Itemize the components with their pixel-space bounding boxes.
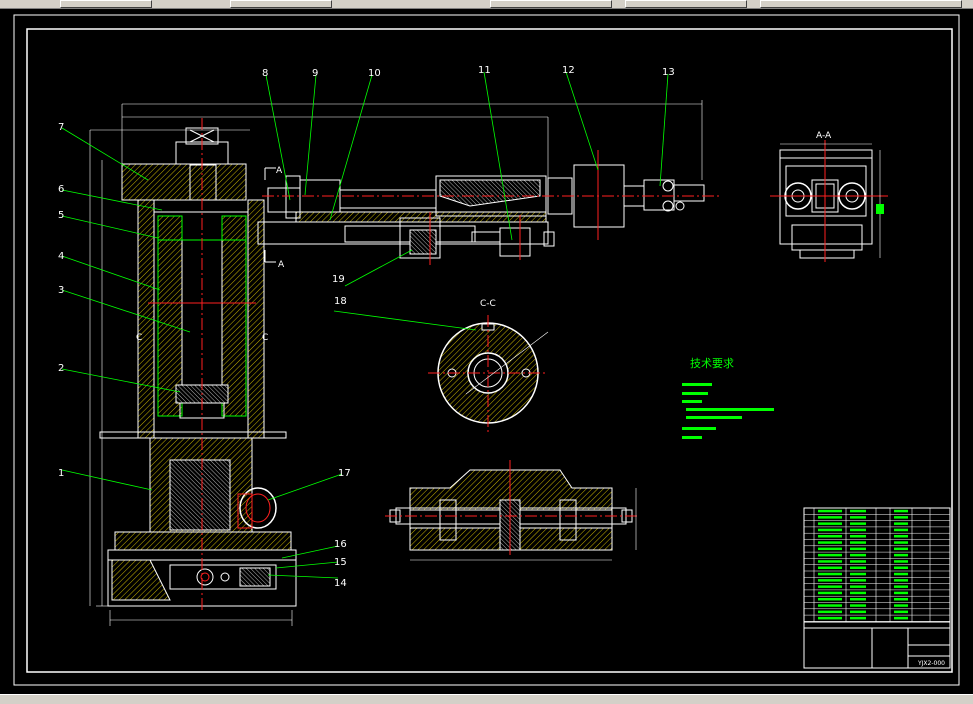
overall-dimensions: [122, 100, 703, 180]
status-bar: [0, 694, 973, 704]
tech-requirements: 技术要求: [682, 357, 774, 439]
toolbar-tab[interactable]: [760, 0, 962, 8]
callout-1: 1: [58, 468, 64, 479]
callout-18: 18: [334, 296, 347, 307]
callout-9: 9: [312, 68, 318, 79]
callout-12: 12: [562, 65, 575, 76]
window-top-bar: [0, 0, 973, 9]
callout-6: 6: [58, 184, 64, 195]
toolbar-tab[interactable]: [490, 0, 612, 8]
tech-req-title: 技术要求: [690, 357, 734, 370]
section-view-cc: [428, 315, 549, 432]
toolbar-tab[interactable]: [230, 0, 332, 8]
callout-11: 11: [478, 65, 491, 76]
arm-assembly: [257, 150, 720, 265]
toolbar-tab[interactable]: [625, 0, 747, 8]
callout-numbers: 1 2 3 4 5 6 7 8 9 10 11 12 13 14 15 16 1…: [58, 65, 675, 589]
column-assembly: [89, 104, 297, 626]
callout-16: 16: [334, 539, 347, 550]
callout-3: 3: [58, 285, 64, 296]
section-label-aa: A-A: [816, 131, 832, 141]
drawing-number: YJX2-000: [917, 660, 945, 667]
drawing-svg: 技术要求 1 2 3 4 5 6 7 8 9 10 11 12 13: [13, 14, 960, 686]
title-block: [803, 507, 951, 669]
callout-leaders: [61, 71, 669, 579]
callout-10: 10: [368, 68, 381, 79]
section-view-aa: [770, 140, 888, 262]
section-mark-c-right: C: [262, 333, 268, 343]
toolbar-tab[interactable]: [60, 0, 152, 8]
callout-7: 7: [58, 122, 64, 133]
section-mark-a-bottom: A: [278, 260, 285, 270]
callout-19: 19: [332, 274, 345, 285]
callout-13: 13: [662, 67, 675, 78]
callout-4: 4: [58, 251, 64, 262]
inner-frame: [26, 28, 953, 673]
callout-15: 15: [334, 557, 347, 568]
section-mark-c-left: C: [136, 333, 142, 343]
callout-8: 8: [262, 68, 268, 79]
callout-17: 17: [338, 468, 351, 479]
outer-frame: [13, 14, 960, 686]
callout-5: 5: [58, 210, 64, 221]
callout-14: 14: [334, 578, 347, 589]
callout-2: 2: [58, 363, 64, 374]
worm-shaft-view: [385, 460, 640, 561]
section-mark-a-top: A: [276, 166, 283, 176]
section-label-cc: C-C: [480, 299, 496, 309]
cad-drawing-canvas[interactable]: 技术要求 1 2 3 4 5 6 7 8 9 10 11 12 13: [0, 9, 973, 694]
